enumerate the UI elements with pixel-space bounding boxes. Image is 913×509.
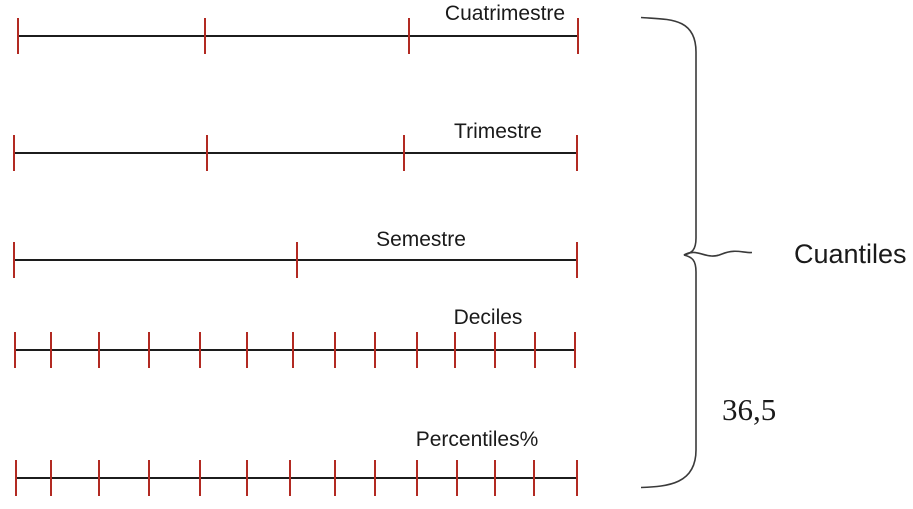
deciles-label: Deciles [453,306,523,329]
cuatrimestre-label: Cuatrimestre [444,2,566,25]
brace-pointer-line [683,250,753,257]
trimestre-label: Trimestre [454,120,542,143]
cuantiles-label: Cuantiles [794,239,907,269]
value-36-5: 36,5 [722,392,777,427]
percentiles-label: Percentiles% [415,428,539,451]
semestre-label: Semestre [376,228,466,251]
